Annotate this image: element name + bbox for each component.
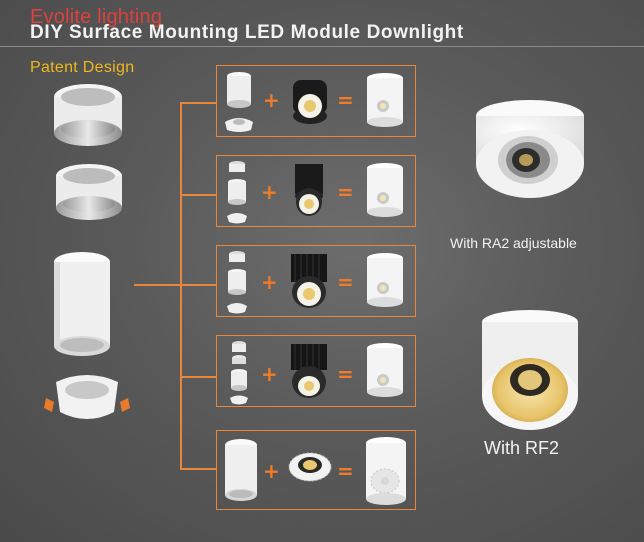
variant-box-2: + =: [216, 155, 416, 227]
connector-branch-1: [180, 102, 216, 104]
page-subtitle: Patent Design: [30, 59, 135, 76]
page-title: DIY Surface Mounting LED Module Downligh…: [30, 22, 464, 43]
connector-horizontal-line: [134, 284, 180, 286]
housing-part-icon: [225, 72, 253, 132]
assembled-downlight-icon: [367, 343, 403, 397]
plus-operator: +: [263, 88, 280, 112]
ra2-downlight-image: [472, 98, 588, 200]
housing-parts-stack-icon: [227, 161, 247, 224]
ra2-caption: With RA2 adjustable: [450, 235, 577, 251]
rf2-downlight-image: [478, 308, 582, 434]
connector-branch-4: [180, 376, 216, 378]
led-module-icon: [291, 344, 327, 398]
variant-box-1: + =: [216, 65, 416, 137]
rf2-caption: With RF2: [484, 438, 560, 458]
housing-parts-stack-icon: [230, 341, 248, 405]
led-module-icon: [295, 164, 323, 216]
connector-branch-3: [180, 284, 216, 286]
title-divider: [0, 46, 644, 47]
plus-operator: +: [261, 270, 278, 294]
trim-ring-large-image: [52, 82, 124, 150]
led-module-icon: [288, 452, 332, 482]
assembled-downlight-icon: [366, 437, 406, 505]
brand-watermark: Evolite lighting: [30, 6, 163, 28]
housing-parts-stack-icon: [227, 251, 247, 314]
plus-operator: +: [263, 459, 280, 483]
equals-operator: =: [337, 88, 354, 112]
variant-box-4: + =: [216, 335, 416, 407]
assembled-downlight-icon: [367, 253, 403, 307]
equals-operator: =: [337, 362, 354, 386]
variant-box-3: + =: [216, 245, 416, 317]
reflector-bracket-image: [42, 368, 132, 428]
plus-operator: +: [261, 180, 278, 204]
equals-operator: =: [337, 180, 354, 204]
assembled-downlight-icon: [367, 163, 403, 217]
connector-branch-2: [180, 194, 216, 196]
connector-branch-5: [180, 468, 216, 470]
housing-part-icon: [225, 439, 257, 501]
trim-ring-medium-image: [54, 162, 124, 224]
assembled-downlight-icon: [367, 73, 403, 127]
led-module-icon: [291, 254, 327, 308]
cylinder-housing-image: [52, 250, 112, 360]
equals-operator: =: [337, 270, 354, 294]
equals-operator: =: [337, 459, 354, 483]
led-module-icon: [293, 80, 327, 124]
plus-operator: +: [261, 362, 278, 386]
variant-box-5: + =: [216, 430, 416, 510]
